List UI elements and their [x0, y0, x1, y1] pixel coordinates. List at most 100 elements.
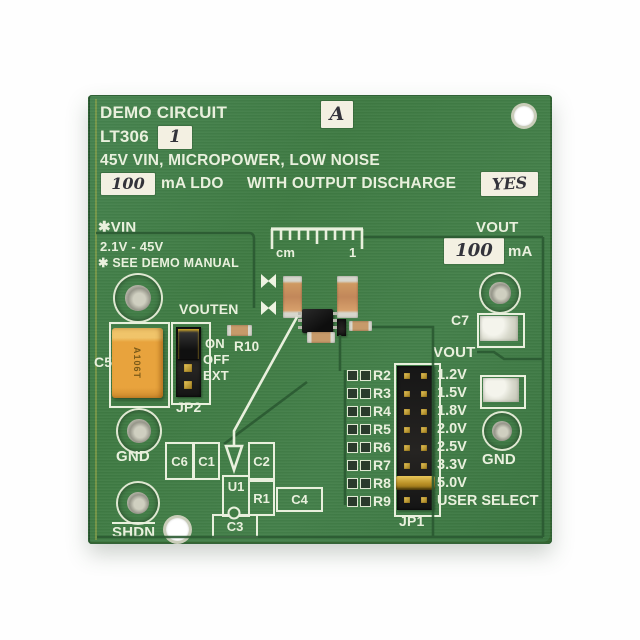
shdn-label: SHDN	[112, 522, 156, 541]
small-black-component	[337, 319, 346, 336]
jp2-option-on: ON	[205, 336, 225, 351]
r8-pads	[347, 478, 358, 489]
revision-mark-box: A	[321, 101, 353, 128]
c2-footprint: C2	[248, 442, 275, 480]
board-title: DEMO CIRCUIT	[100, 103, 228, 122]
board-edge-trace	[95, 99, 97, 540]
r8-label: R8	[373, 475, 391, 491]
voltage-2v0: 2.0V	[437, 421, 467, 437]
right-pad-outline	[480, 375, 526, 409]
ldo-text: mA LDO	[161, 175, 224, 192]
input-smd-capacitor	[283, 276, 302, 318]
model-digit-box: 1	[158, 126, 192, 149]
vin-star: ✱	[98, 219, 111, 236]
r9-pads	[360, 496, 371, 507]
c5-outline	[109, 322, 170, 408]
vout-turret	[481, 274, 519, 312]
r4-label: R4	[373, 403, 391, 419]
gnd-right-label: GND	[482, 451, 516, 468]
r1-footprint: R1	[248, 480, 275, 516]
user-select-label: USER SELECT	[437, 493, 539, 509]
c1-footprint: C1	[193, 442, 220, 480]
jp2-pin-ext	[184, 381, 192, 389]
smd-resistor-below-chip	[307, 332, 335, 343]
mounting-hole-bottom-left	[166, 518, 189, 541]
vout-label: VOUT	[476, 219, 519, 236]
c7-outline	[477, 313, 525, 348]
vouten-label: VOUTEN	[179, 301, 239, 317]
vin-turret	[115, 275, 161, 321]
voltage-5v0: 5.0V	[437, 475, 467, 491]
r6-label: R6	[373, 439, 391, 455]
discharge-answer-box: YES	[481, 172, 538, 196]
c5-tantalum-capacitor: A106T	[112, 328, 163, 398]
handwritten-revision: A	[329, 103, 345, 125]
handwritten-discharge: YES	[491, 173, 528, 194]
c7-label: C7	[451, 312, 470, 328]
jp2-jumper-shunt-on	[178, 329, 199, 359]
r6-pads	[360, 442, 371, 453]
voltage-1v5: 1.5V	[437, 385, 467, 401]
r2-label: R2	[373, 367, 391, 383]
ruler-mark-1: 1	[349, 245, 357, 260]
r2-pads	[347, 370, 358, 381]
r9-pads	[347, 496, 358, 507]
jp2-option-off: OFF	[203, 352, 230, 367]
r9-label: R9	[373, 493, 391, 509]
c5-label: C5	[94, 354, 113, 370]
vin-range: 2.1V - 45V	[100, 239, 164, 254]
current-value-box: 100	[101, 173, 155, 195]
r10-resistor	[227, 325, 252, 336]
gnd-left-label: GND	[116, 448, 150, 465]
r6-pads	[347, 442, 358, 453]
r4-pads	[360, 406, 371, 417]
voltage-3v3: 3.3V	[437, 457, 467, 473]
c6-footprint: C6	[165, 442, 194, 480]
jp1-jumper-shunt-5v	[396, 476, 435, 490]
discharge-text: WITH OUTPUT DISCHARGE	[247, 175, 457, 192]
vin-label: ✱VIN	[98, 219, 137, 236]
r5-pads	[347, 424, 358, 435]
jp1-label: JP1	[399, 513, 425, 529]
gnd-left-turret	[118, 410, 160, 452]
board-subtitle: 45V VIN, MICROPOWER, LOW NOISE	[100, 152, 380, 169]
r5-pads	[360, 424, 371, 435]
c5-marking: A106T	[132, 346, 143, 380]
r10-label: R10	[234, 339, 260, 354]
r5-label: R5	[373, 421, 391, 437]
c4-footprint: C4	[276, 487, 323, 512]
model-number: LT306	[100, 127, 149, 146]
r7-pads	[360, 460, 371, 471]
c7-capacitor	[480, 316, 518, 341]
right-white-pad	[483, 378, 519, 402]
handwritten-model-digit: 1	[169, 127, 181, 147]
r2-pads	[360, 370, 371, 381]
output-smd-capacitor	[337, 276, 358, 318]
r8-pads	[360, 478, 371, 489]
r3-label: R3	[373, 385, 391, 401]
r7-label: R7	[373, 457, 391, 473]
vout-unit: mA	[508, 243, 533, 260]
jp2-option-ext: EXT	[203, 368, 229, 383]
ruler-unit: cm	[276, 245, 296, 260]
gnd-right-turret	[484, 413, 520, 449]
jp2-pin-off	[184, 364, 192, 372]
voltage-1v2: 1.2V	[437, 367, 467, 383]
jp2-label: JP2	[176, 399, 202, 415]
handwritten-vout-current: 100	[455, 240, 493, 261]
voltage-2v5: 2.5V	[437, 439, 467, 455]
jp2-outline	[171, 322, 211, 405]
vin-note: ✱ SEE DEMO MANUAL	[98, 256, 239, 270]
smd-resistor-right	[349, 321, 372, 331]
r3-pads	[360, 388, 371, 399]
ldo-ic-chip	[298, 309, 337, 333]
vout-value-box: 100	[444, 238, 504, 264]
voltage-1v8: 1.8V	[437, 403, 467, 419]
handwritten-current: 100	[111, 174, 145, 193]
r4-pads	[347, 406, 358, 417]
c3-footprint: C3	[212, 514, 258, 538]
r7-pads	[347, 460, 358, 471]
r3-pads	[347, 388, 358, 399]
u1-footprint: U1	[222, 475, 250, 517]
